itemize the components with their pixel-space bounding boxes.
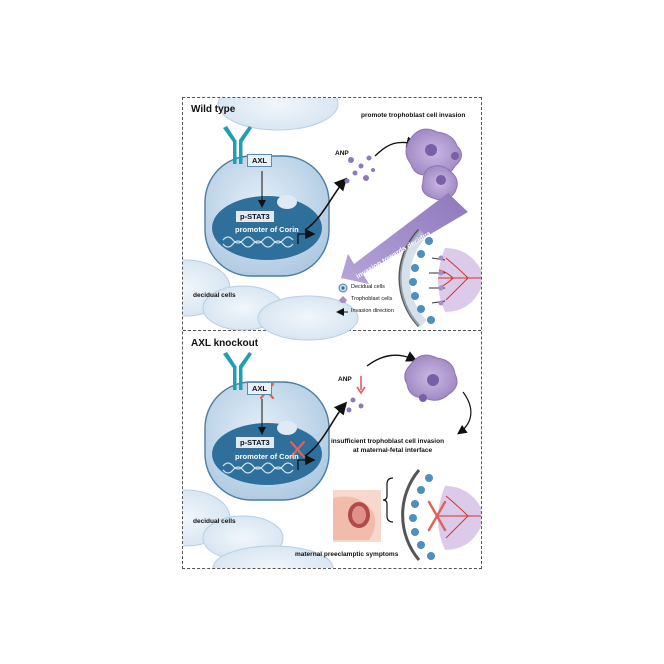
maternal-fetal-interface-bottom [401,469,481,561]
anp-label: ANP [335,150,349,157]
illustration [183,98,481,568]
decidual-cell-top [204,155,348,277]
decidual-cells-label-bottom: decidual cells [193,518,236,525]
arrow-down-red-icon [356,376,366,395]
axl-label-knockout: AXL [247,382,272,395]
background-decidual-cells-top [183,98,359,341]
trophoblast-cluster-top [405,128,462,201]
figure-frame: Wild type AXL p-STAT3 promoter of Corin … [182,97,482,569]
legend-item-trophoblast: Trophoblast cells [351,296,393,302]
maternal-fetal-interface-top [398,228,481,328]
panel-title-wild-type: Wild type [191,104,236,115]
promoter-label-knockout: promoter of Corin [235,452,299,461]
anp-label-knockout: ANP [338,376,352,383]
legend-item-decidual: Decidual cells [351,284,385,290]
invasion-direction-arrow [341,193,468,284]
axl-receptor-knockout-icon [223,352,252,390]
pregnant-woman-icon [333,490,381,542]
symptom-label: maternal preeclamptic symptoms [295,551,399,558]
outcome-label-bottom-line1: insufficient trophoblast cell invasion [331,438,445,445]
pstat3-label-knockout: p-STAT3 [235,436,275,449]
decidual-cells-label-top: decidual cells [193,292,236,299]
anp-dots-top [344,155,375,184]
background-decidual-cells-bottom [183,489,334,568]
panel-title-knockout: AXL knockout [191,338,259,349]
outcome-label-bottom-line2: at maternal-fetal interface [353,447,433,454]
pstat3-label: p-STAT3 [235,210,275,223]
bracket [382,477,394,523]
decidual-cell-bottom [204,381,348,501]
promoter-label: promoter of Corin [235,225,299,234]
outcome-label-top: promote trophoblast cell invasion [361,112,466,119]
legend-item-invasion: Invasion direction [351,308,394,314]
anp-dots-bottom [346,397,364,413]
axl-receptor-icon [223,126,252,164]
trophoblast-cluster-bottom [404,354,458,402]
legend-icons [336,283,348,316]
axl-label: AXL [247,154,272,167]
